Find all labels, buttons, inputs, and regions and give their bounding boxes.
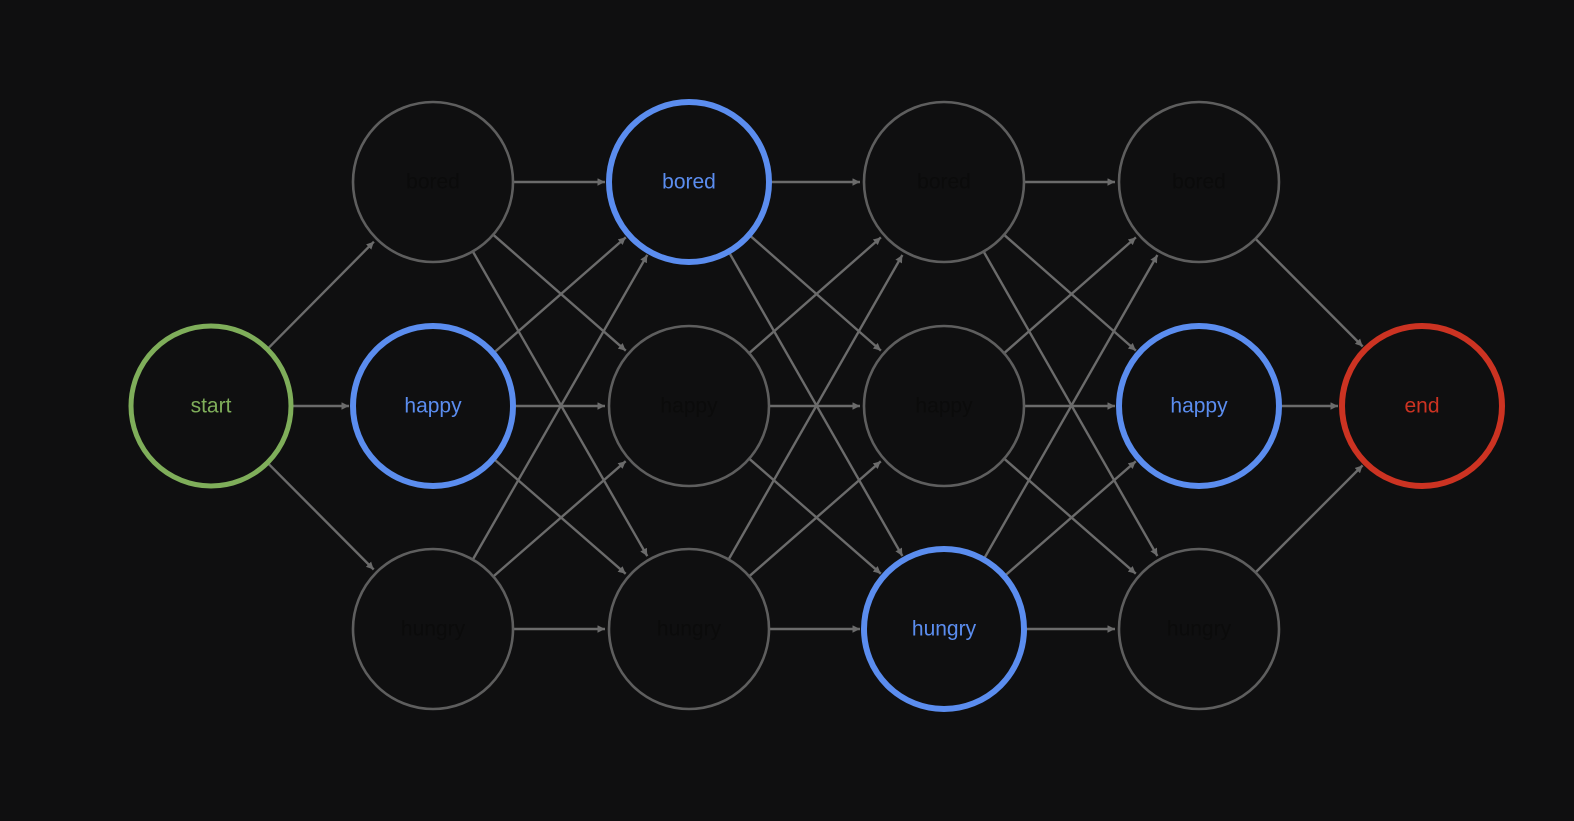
node-label-c3-bored: bored	[917, 171, 971, 194]
node-c1-hungry: hungry	[351, 547, 515, 711]
edge-c3-bored-to-c4-hungry	[982, 250, 1159, 557]
node-c1-bored: bored	[351, 100, 515, 264]
node-c2-bored: bored	[606, 99, 772, 265]
node-c2-happy: happy	[607, 324, 771, 488]
node-label-c4-bored: bored	[1172, 171, 1226, 194]
node-c2-hungry: hungry	[607, 547, 771, 711]
node-label-c4-hungry: hungry	[1167, 618, 1232, 641]
node-circle-c2-hungry	[607, 547, 771, 711]
node-c3-bored: bored	[862, 100, 1026, 264]
node-label-start: start	[191, 395, 232, 418]
edges-layer	[266, 178, 1364, 633]
node-c4-happy: happy	[1116, 323, 1282, 489]
node-label-c2-hungry: hungry	[657, 618, 722, 641]
nodes-layer: start bored happy hungry bored happy hungry bor…	[128, 99, 1505, 712]
edge-c1-bored-to-c2-hungry	[471, 250, 649, 557]
node-label-c1-happy: happy	[404, 395, 462, 418]
node-c3-happy: happy	[862, 324, 1026, 488]
node-circle-c2-happy	[607, 324, 771, 488]
node-label-c2-bored: bored	[662, 171, 716, 194]
node-circle-c3-hungry	[861, 546, 1027, 712]
edge-start-to-c1-hungry	[266, 461, 375, 571]
edge-c2-happy-to-c3-bored	[748, 236, 882, 355]
edge-c2-hungry-to-c3-happy	[748, 460, 882, 578]
node-label-end: end	[1404, 395, 1439, 418]
node-circle-c3-bored	[862, 100, 1026, 264]
node-circle-c1-hungry	[351, 547, 515, 711]
node-circle-c4-bored	[1117, 100, 1281, 264]
edge-c1-hungry-to-c2-happy	[492, 460, 627, 578]
edge-c2-bored-to-c3-hungry	[727, 250, 904, 557]
node-label-c4-happy: happy	[1170, 395, 1228, 418]
node-c1-happy: happy	[350, 323, 516, 489]
node-label-c2-happy: happy	[660, 395, 718, 418]
edge-c4-hungry-to-end	[1254, 464, 1364, 574]
node-label-c3-hungry: hungry	[912, 618, 977, 641]
node-c4-bored: bored	[1117, 100, 1281, 264]
edge-c3-hungry-to-c4-happy	[1003, 460, 1137, 578]
node-circle-c1-bored	[351, 100, 515, 264]
edge-c3-bored-to-c4-happy	[1003, 233, 1137, 352]
edge-c1-happy-to-c2-hungry	[492, 457, 627, 575]
edge-c3-hungry-to-c4-bored	[982, 254, 1159, 561]
node-circle-start	[128, 323, 294, 489]
edge-c3-happy-to-c4-bored	[1003, 236, 1137, 355]
edge-c1-happy-to-c2-bored	[492, 236, 627, 355]
edge-c3-happy-to-c4-hungry	[1003, 457, 1137, 575]
node-circle-c2-bored	[606, 99, 772, 265]
node-label-c1-bored: bored	[406, 171, 460, 194]
node-circle-c4-happy	[1116, 323, 1282, 489]
node-circle-end	[1339, 323, 1505, 489]
edge-start-to-c1-bored	[266, 240, 375, 351]
edge-c1-hungry-to-c2-bored	[471, 254, 649, 561]
node-label-c1-hungry: hungry	[401, 618, 466, 641]
edge-c1-bored-to-c2-happy	[492, 233, 627, 352]
edge-c2-bored-to-c3-happy	[748, 233, 882, 352]
node-circle-c4-hungry	[1117, 547, 1281, 711]
node-start: start	[128, 323, 294, 489]
node-label-c3-happy: happy	[915, 395, 973, 418]
node-c4-hungry: hungry	[1117, 547, 1281, 711]
node-c3-hungry: hungry	[861, 546, 1027, 712]
edge-c4-bored-to-end	[1254, 237, 1364, 348]
node-circle-c3-happy	[862, 324, 1026, 488]
node-end: end	[1339, 323, 1505, 489]
edge-c2-hungry-to-c3-bored	[727, 254, 904, 561]
edge-c2-happy-to-c3-hungry	[748, 457, 882, 575]
node-circle-c1-happy	[350, 323, 516, 489]
